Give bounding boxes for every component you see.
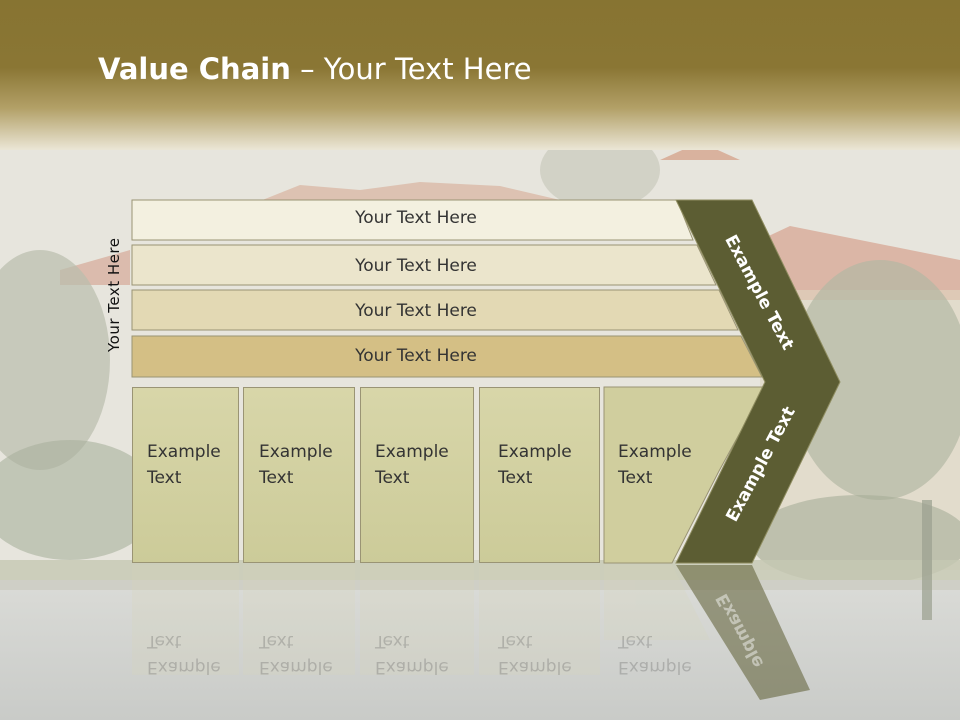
reflection-group — [132, 565, 710, 675]
chevron-shape — [675, 199, 841, 564]
box-label-2: Example Text — [259, 442, 333, 488]
box-label-4: Example Text — [498, 442, 572, 488]
bar-2-shape — [131, 244, 717, 286]
box-reflection-4: Example Text — [498, 631, 572, 677]
box-reflection-5: Example Text — [618, 631, 692, 677]
bar-label-1: Your Text Here — [355, 208, 477, 228]
side-label: Your Text Here — [105, 237, 123, 352]
box-label-5: Example Text — [618, 442, 692, 488]
box-reflection-2: Example Text — [259, 631, 333, 677]
header-band — [0, 0, 960, 150]
box-label-1: Example Text — [147, 442, 221, 488]
box-2 — [243, 387, 355, 563]
title-bold: Value Chain — [98, 52, 291, 86]
title-rest: – Your Text Here — [290, 52, 532, 86]
bar-3-shape — [131, 289, 739, 331]
bar-label-4: Your Text Here — [355, 346, 477, 366]
box-5-shape — [603, 386, 766, 564]
chevron-reflection — [676, 565, 810, 700]
box-4 — [479, 387, 600, 563]
bar-label-2: Your Text Here — [355, 256, 477, 276]
slide-title: Value Chain – Your Text Here — [98, 52, 532, 86]
box-3 — [360, 387, 474, 563]
box-reflection-3: Example Text — [375, 631, 449, 677]
bar-1-shape — [131, 199, 694, 241]
box-label-3: Example Text — [375, 442, 449, 488]
box-reflection-1: Example Text — [147, 631, 221, 677]
bar-label-3: Your Text Here — [355, 301, 477, 321]
box-1 — [132, 387, 239, 563]
